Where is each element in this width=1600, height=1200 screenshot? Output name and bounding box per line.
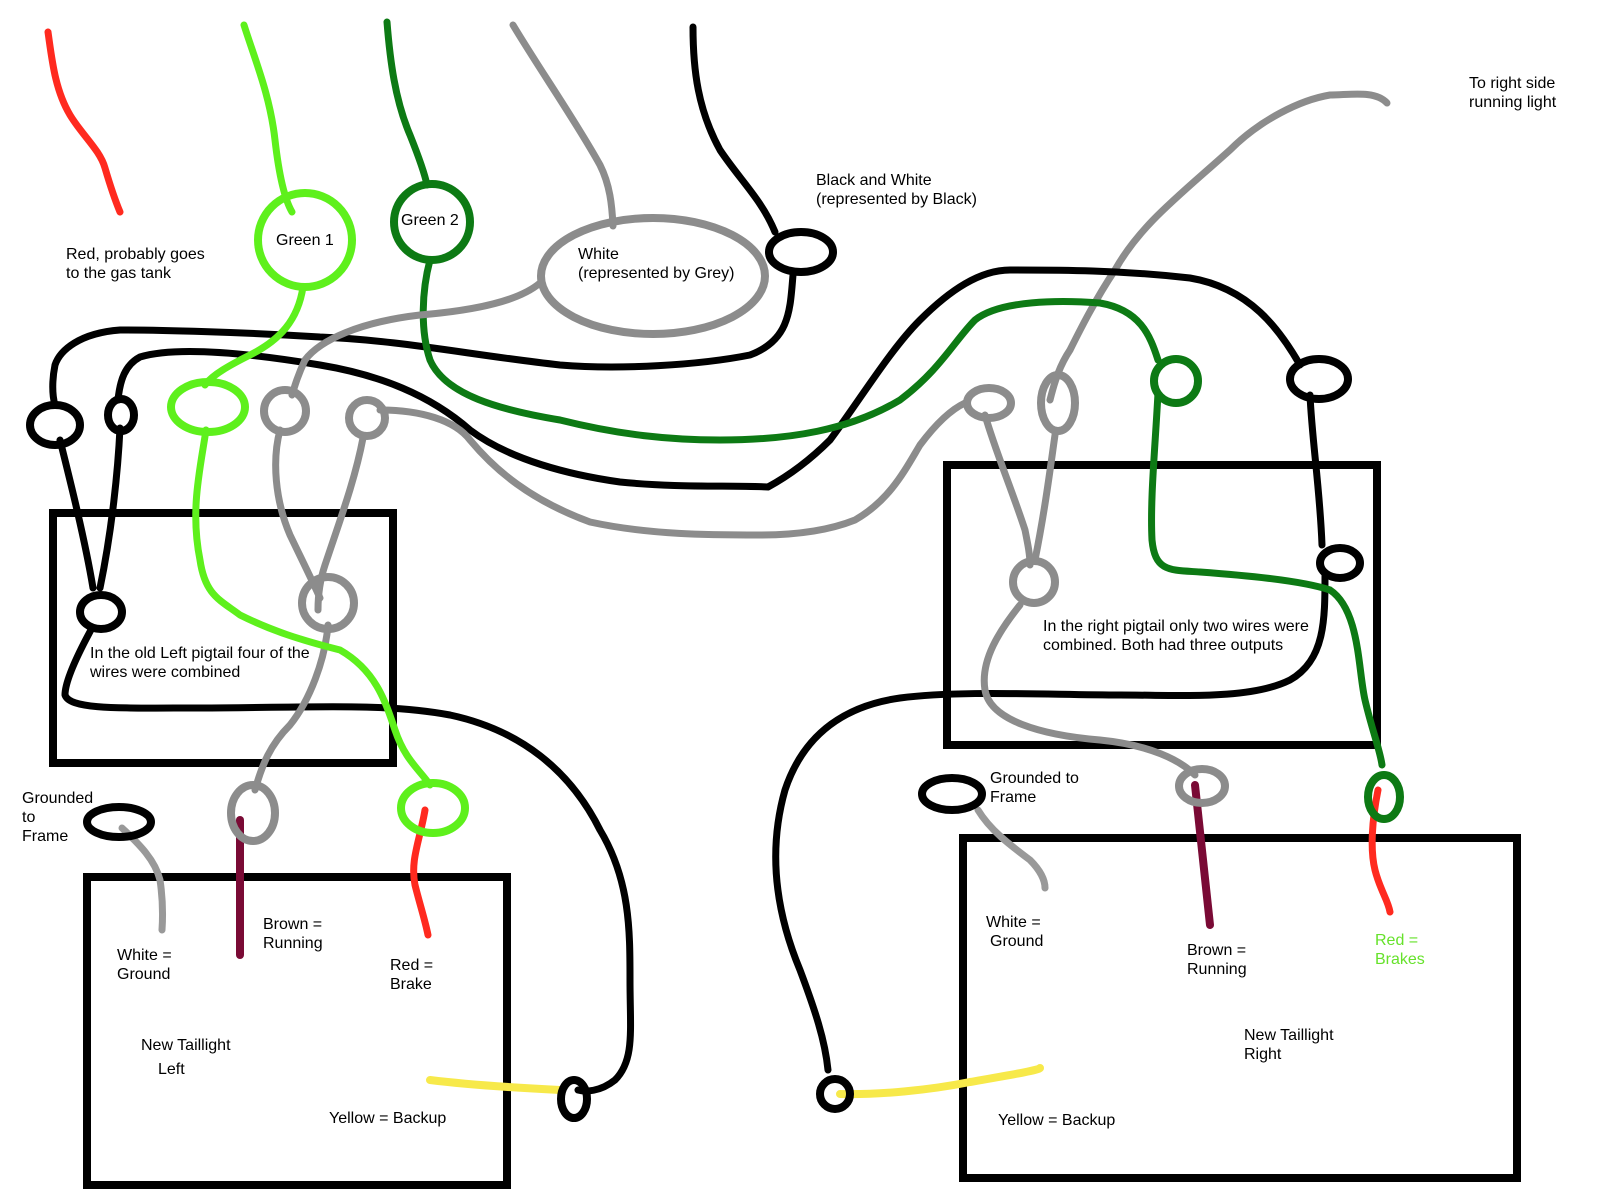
red-gas-tank-wire (44, 28, 124, 216)
grey-right-taillight-ring (1175, 765, 1229, 807)
black-left-second-wire (114, 266, 1304, 491)
grey-left-taillight-ring (227, 781, 279, 845)
grey-left-ring-b (345, 396, 389, 440)
right-red-label: Red = Brakes (1375, 932, 1425, 968)
grey-left-ground-wire (118, 824, 167, 934)
light-green-taillight-ring (397, 779, 469, 837)
black-right-pigtail-ring (1316, 544, 1364, 582)
grey-long-lower-wire (376, 399, 969, 539)
left-taillight-title: New Taillight Left (141, 1037, 235, 1078)
yellow-right-wire (836, 1064, 1044, 1099)
grey-left-pigtail-down-wire (251, 621, 332, 794)
black-right-pigtail-wire (1306, 391, 1326, 549)
black-right-ground-ring (918, 774, 986, 814)
black-left-pigtail-right-wire (96, 424, 124, 592)
black-left-ring-b (104, 395, 138, 435)
grey-white-wire-top (509, 21, 617, 230)
black-left-ground-ring (83, 803, 155, 841)
right-yellow-label: Yellow = Backup (998, 1112, 1115, 1129)
yellow-left-wire (426, 1076, 564, 1094)
grey-left-pigtail-ring (298, 573, 358, 633)
green2-label: Green 2 (401, 212, 459, 229)
grey-right-pigtail-a-wire (981, 411, 1034, 569)
dark-green-right-down-wire (1148, 389, 1386, 769)
red-gas-label: Red, probably goes to the gas tank (66, 246, 209, 282)
grounded-left-label: Grounded to Frame (22, 790, 98, 845)
grey-white-ellipse-wire (288, 279, 544, 399)
grey-right-pigtail-ring (1009, 557, 1059, 607)
grey-left-pigtail-b-wire (314, 434, 367, 614)
black-backup-left-wire (61, 624, 635, 1095)
dark-green-long-wire (419, 256, 1162, 444)
black-left-pigtail-ring (76, 591, 126, 633)
light-green-pigtail-wire (192, 426, 434, 789)
left-red-label: Red = Brake (390, 957, 438, 993)
right-running-label: To right side running light (1469, 75, 1560, 111)
grey-right-running-wire (1046, 90, 1391, 404)
black-right-pigtail-down-wire (772, 571, 1329, 1074)
dark-green-right-taillight-ring (1364, 771, 1404, 823)
right-taillight-title: New Taillight Right (1244, 1027, 1338, 1063)
red-right-wire (1368, 786, 1394, 916)
right-pigtail-box (943, 461, 1381, 749)
green1-ring (254, 189, 356, 291)
left-yellow-label: Yellow = Backup (329, 1110, 446, 1127)
black-left-backup-ring (557, 1076, 591, 1122)
left-pigtail-note: In the old Left pigtail four of the wire… (89, 645, 314, 681)
right-pigtail-note: In the right pigtail only two wires were… (1043, 618, 1313, 654)
light-green-ring-mid (167, 378, 249, 436)
black-white-label: Black and White (represented by Black) (816, 172, 977, 208)
grey-right-ring-b (1037, 371, 1079, 435)
right-brown-label: Brown = Running (1187, 942, 1251, 978)
grey-left-ring-a (260, 386, 310, 436)
dark-green-wire-top (383, 18, 431, 189)
left-taillight-box (83, 873, 511, 1189)
grey-right-pigtail-b-wire (1031, 431, 1059, 564)
light-green-wire-top (240, 21, 296, 216)
dark-green-right-ring (1150, 355, 1202, 407)
black-right-backup-ring (816, 1075, 854, 1113)
white-label: White (represented by Grey) (578, 246, 735, 282)
left-brown-label: Brown = Running (263, 916, 327, 952)
right-white-label: White = Ground (986, 914, 1045, 950)
white-ellipse (537, 214, 769, 338)
light-green-down-wire (201, 283, 307, 389)
grey-right-ground-wire (974, 806, 1049, 892)
left-white-label: White = Ground (117, 947, 176, 983)
right-taillight-box (959, 834, 1521, 1182)
green1-label: Green 1 (276, 232, 334, 249)
green2-ring (390, 180, 474, 264)
black-left-loop-wire (49, 271, 797, 409)
grey-right-ring-a (963, 384, 1015, 422)
black-left-pigtail-left-wire (56, 436, 97, 592)
grounded-right-label: Grounded to Frame (990, 770, 1083, 806)
black-left-ring-a (26, 401, 84, 449)
black-right-ring-top (1286, 355, 1352, 403)
black-white-ring (765, 228, 837, 276)
black-wire-top (689, 23, 779, 236)
left-pigtail-box (49, 509, 397, 767)
grey-right-pigtail-down-wire (980, 601, 1199, 779)
